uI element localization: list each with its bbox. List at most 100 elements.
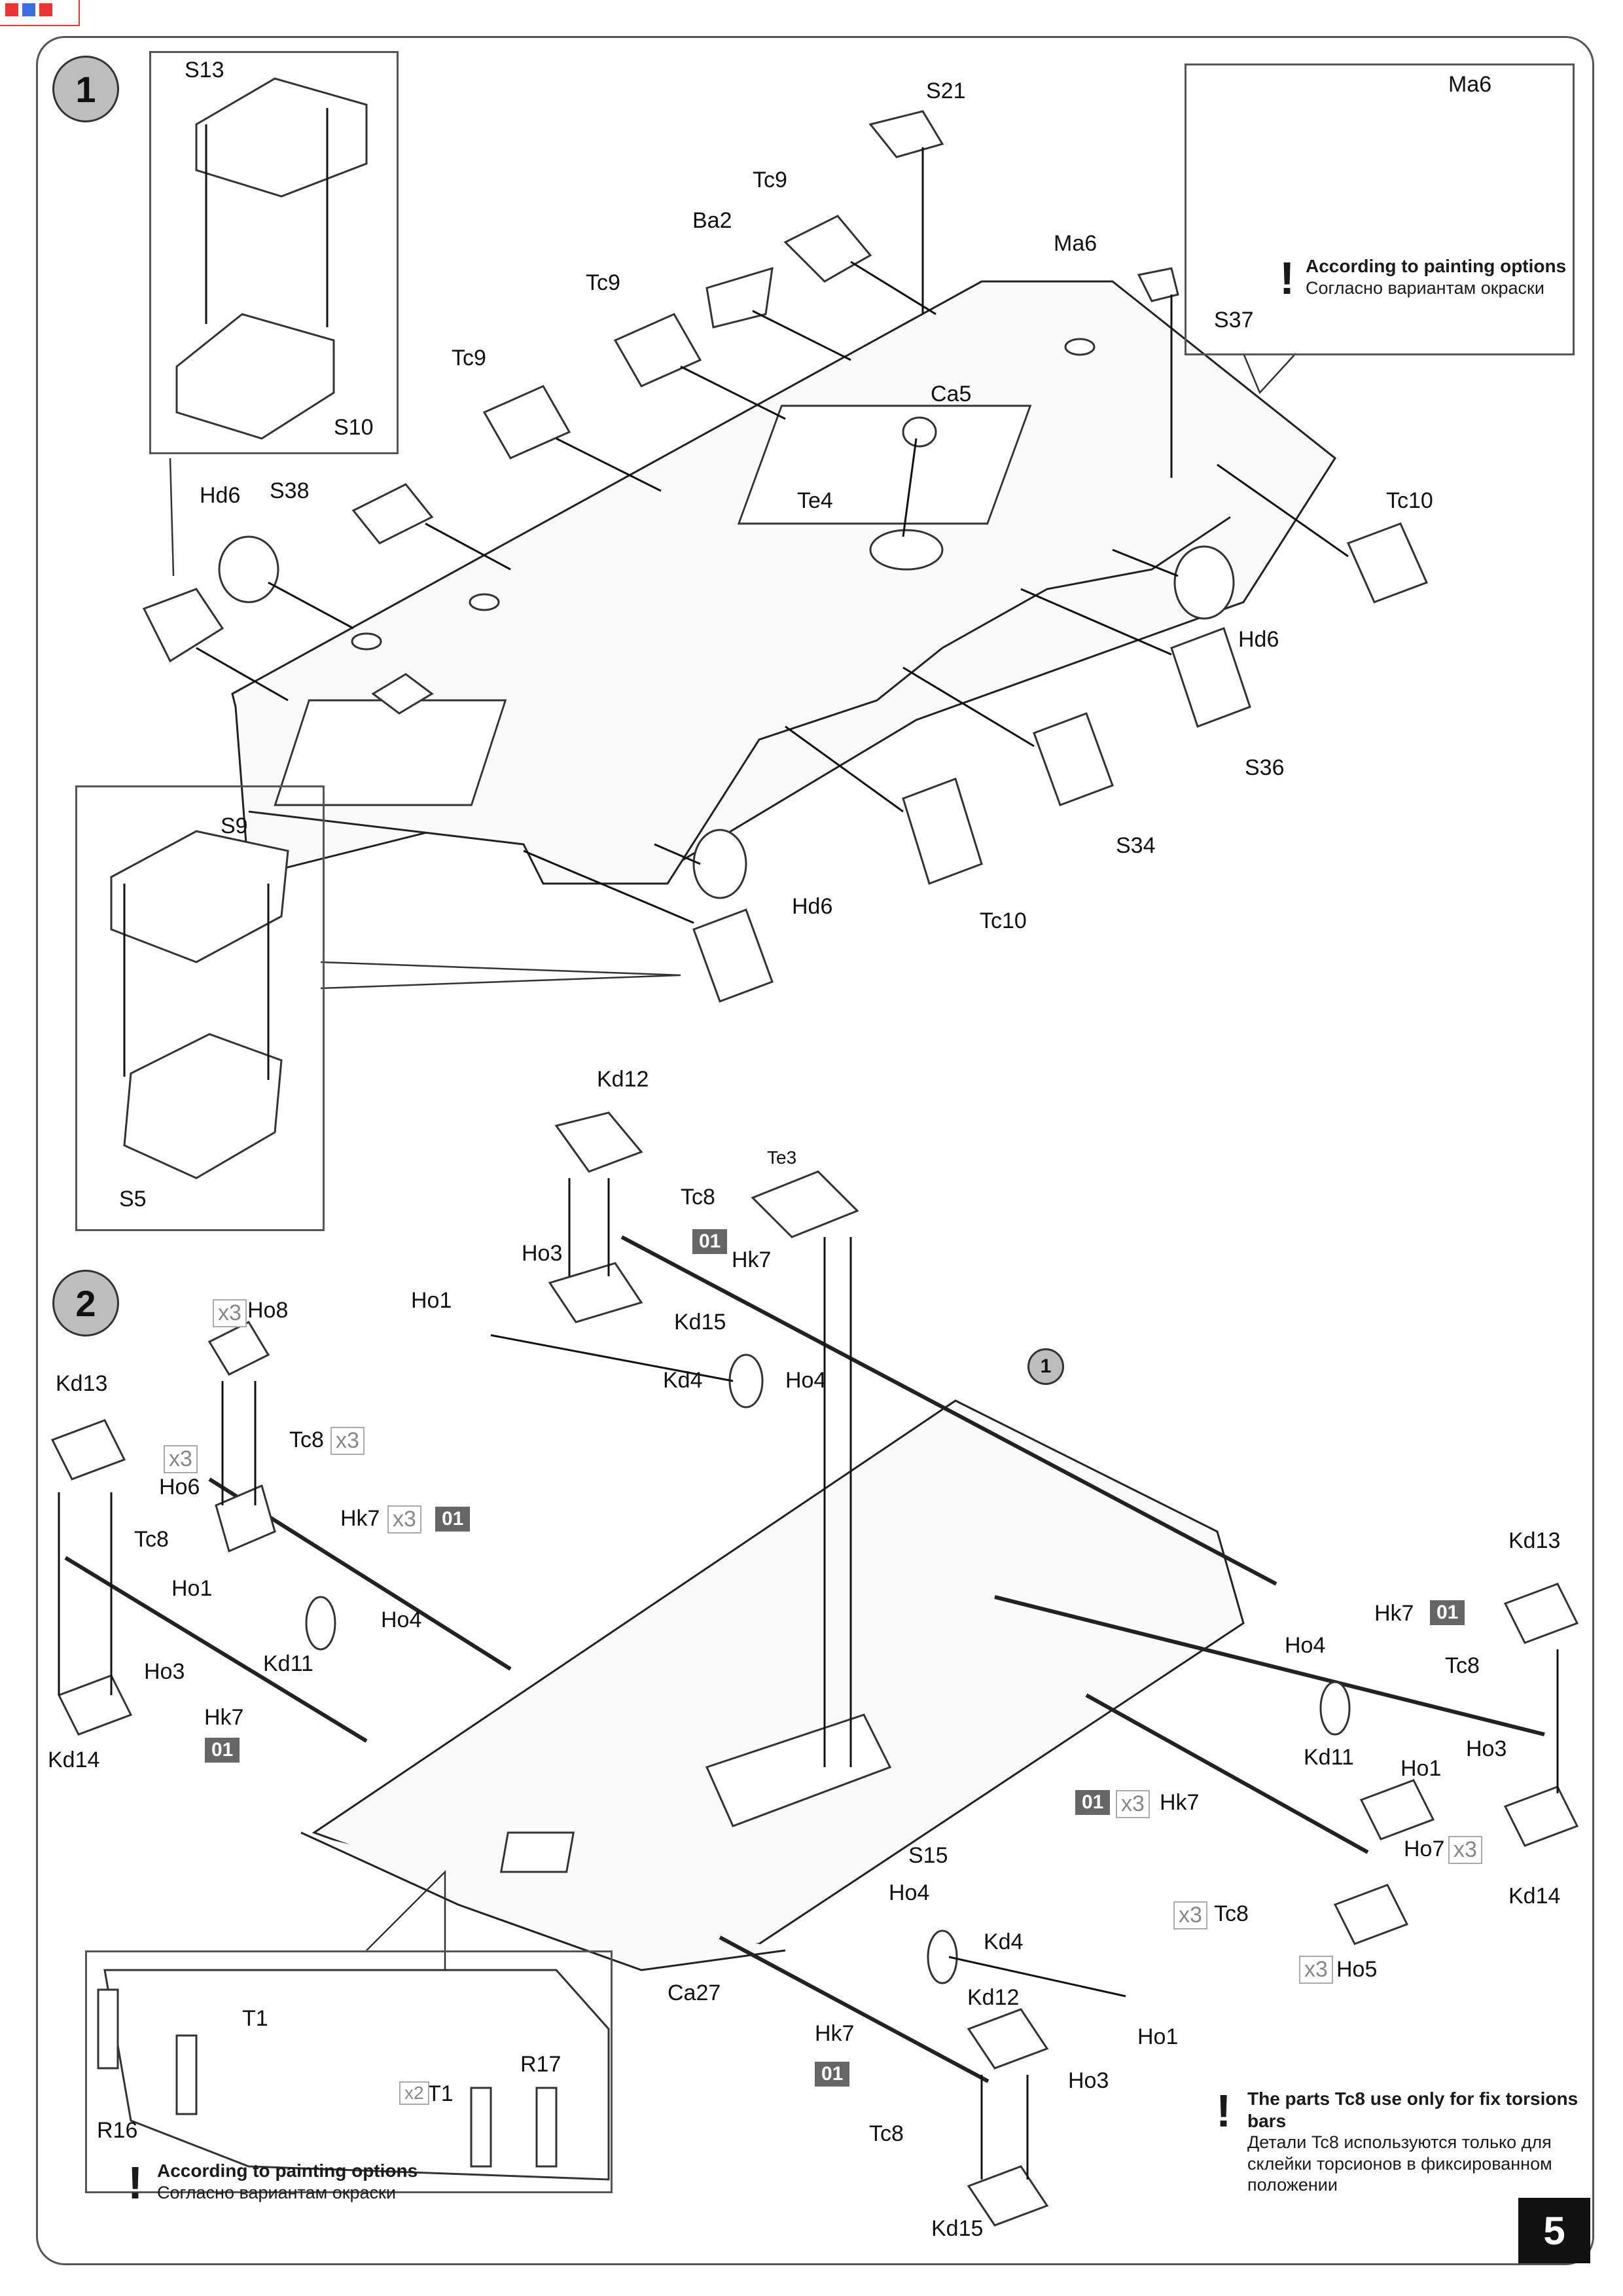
label-tc8: Tc8 (1214, 1901, 1249, 1926)
label-t1: T1 (242, 2006, 268, 2031)
hatch-plate (371, 673, 434, 715)
label-tc8: Tc8 (134, 1527, 169, 1552)
quantity-badge: x2 (399, 2081, 429, 2105)
part-s34 (1033, 712, 1114, 806)
quantity-badge: x3 (213, 1299, 247, 1327)
warning-icon: ! (1279, 253, 1295, 304)
inset-detail-s9-s5 (75, 785, 325, 1231)
label-ho1: Ho1 (1137, 2024, 1179, 2049)
torsion-bars-hk7 (64, 1235, 1545, 2083)
paint-code-badge: 01 (205, 1738, 240, 1763)
label-kd13: Kd13 (56, 1371, 108, 1396)
label-r16: R16 (97, 2118, 138, 2143)
part-tc9 (613, 313, 702, 387)
label-s36: S36 (1245, 755, 1285, 780)
label-kd14: Kd14 (48, 1748, 100, 1772)
part-kd13 (50, 1419, 126, 1480)
label-te4: Te4 (797, 488, 833, 513)
label-s13: S13 (185, 58, 224, 82)
part-wheel-housing (692, 908, 774, 1003)
site-logo (0, 0, 80, 26)
note-ru: Согласно вариантам окраски (1306, 278, 1544, 298)
label-hk7: Hk7 (204, 1705, 244, 1730)
part-kd14 (57, 1674, 133, 1736)
quantity-badge: x3 (1299, 1956, 1333, 1984)
label-ho4: Ho4 (889, 1880, 930, 1905)
label-kd13: Kd13 (1508, 1528, 1561, 1553)
quantity-badge: x3 (1448, 1836, 1482, 1864)
part-ho6 (215, 1484, 276, 1553)
label-hd6: Hd6 (200, 483, 241, 508)
quantity-badge: x3 (1173, 1901, 1207, 1929)
label-ma6: Ma6 (1054, 231, 1097, 256)
label-kd15: Kd15 (931, 2216, 984, 2241)
part-tc9 (482, 385, 571, 459)
quantity-badge: x3 (330, 1427, 365, 1455)
paint-code-badge: 01 (815, 2062, 850, 2087)
part-ho8 (207, 1321, 270, 1376)
part-kd15 (548, 1262, 643, 1323)
part-s21 (868, 110, 944, 158)
label-s37: S37 (1214, 308, 1254, 332)
part-ho5 (1333, 1884, 1409, 1945)
label-ho4: Ho4 (785, 1368, 827, 1393)
label-s38: S38 (270, 478, 310, 503)
port-ring (351, 632, 382, 651)
label-s5: S5 (119, 1187, 147, 1211)
label-kd12: Kd12 (597, 1067, 649, 1092)
part-kd11 (305, 1596, 336, 1651)
part-s38 (351, 483, 434, 545)
label-kd11: Kd11 (1304, 1745, 1354, 1770)
label-ca5: Ca5 (931, 382, 972, 406)
hull-side-strake (248, 516, 1231, 885)
label-tc10: Tc10 (980, 908, 1027, 933)
note-en: The parts Tc8 use only for fix torsions … (1247, 2089, 1578, 2131)
label-tc9: Tc9 (586, 270, 620, 295)
label-ho3: Ho3 (1068, 2068, 1109, 2093)
page-number: 5 (1518, 2198, 1590, 2263)
label-hd6: Hd6 (792, 894, 833, 919)
hull-detail-bottom (705, 1713, 892, 1827)
roof-panel (737, 404, 1032, 525)
quantity-badge: x3 (387, 1505, 421, 1534)
part-kd14 (1503, 1785, 1579, 1847)
warning-icon: ! (128, 2157, 143, 2208)
label-kd11: Kd11 (263, 1651, 313, 1676)
label-kd14: Kd14 (1508, 1884, 1561, 1909)
label-ho1: Ho1 (171, 1576, 213, 1601)
part-s37 (1137, 267, 1179, 302)
tc8-usage-note: ! The parts Tc8 use only for fix torsion… (1216, 2088, 1614, 2195)
part-ho7 (1359, 1779, 1435, 1840)
part-s10 (175, 313, 335, 440)
label-hk7: Hk7 (1374, 1601, 1414, 1626)
label-ho3: Ho3 (144, 1659, 185, 1684)
label-tc8: Tc8 (289, 1427, 324, 1452)
label-r17: R17 (520, 2052, 562, 2077)
label-kd4: Kd4 (984, 1929, 1024, 1954)
label-hk7: Hk7 (815, 2021, 855, 2046)
note-en: According to painting options (1306, 256, 1567, 276)
part-kd12 (967, 2008, 1049, 2070)
hatch-ring-te4 (869, 529, 944, 571)
part-s13 (195, 77, 368, 198)
label-kd12: Kd12 (967, 1985, 1020, 2010)
label-tc8: Tc8 (1445, 1653, 1480, 1678)
label-s15: S15 (908, 1843, 948, 1868)
quantity-badge: x3 (1116, 1790, 1150, 1818)
part-kd4 (927, 1929, 958, 1984)
label-ho1: Ho1 (411, 1288, 452, 1313)
inset-hull-side (97, 1969, 610, 2181)
quantity-badge: x3 (164, 1445, 198, 1473)
label-hk7: Hk7 (340, 1506, 380, 1531)
label-tc8: Tc8 (681, 1185, 715, 1210)
label-te3: Te3 (767, 1147, 797, 1168)
label-ho5: Ho5 (1336, 1957, 1378, 1982)
inset-detail-s13-s10 (149, 51, 399, 454)
label-kd4: Kd4 (663, 1368, 703, 1393)
paint-code-badge: 01 (1430, 1600, 1465, 1625)
part-s5 (123, 1033, 283, 1179)
label-hk7: Hk7 (1160, 1790, 1200, 1815)
port-ring (469, 593, 500, 611)
part-ba2 (705, 266, 774, 329)
